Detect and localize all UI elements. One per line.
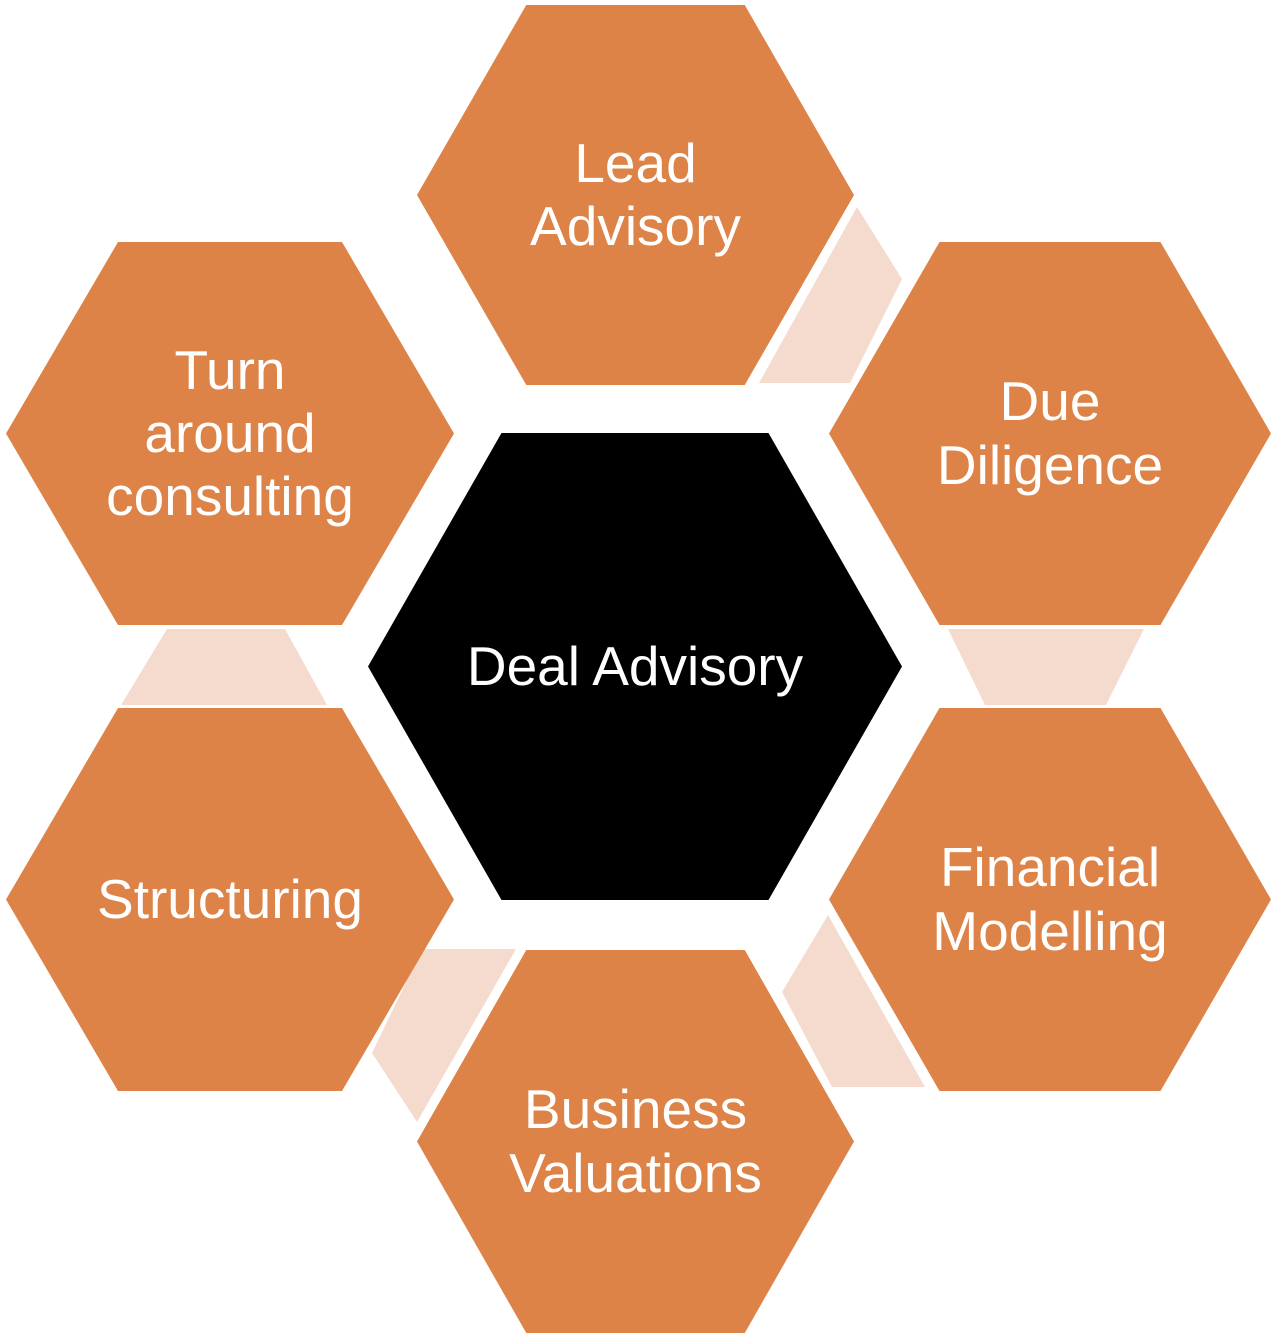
hexagon-label-business-valuations: Business Valuations xyxy=(509,1078,762,1204)
hexagon-label-structuring: Structuring xyxy=(97,867,363,930)
hexagon-label-turn-around-consulting: Turn around consulting xyxy=(106,338,354,528)
hexagon-label-due-diligence: Due Diligence xyxy=(936,370,1164,496)
connector-business-valuations-financial-modelling xyxy=(782,915,925,1087)
connector-lead-advisory-due-diligence xyxy=(759,207,902,383)
hexagon-due-diligence: Due Diligence xyxy=(829,242,1271,625)
hexagon-label-lead-advisory: Lead Advisory xyxy=(530,131,741,257)
hexagon-label-deal-advisory: Deal Advisory xyxy=(466,634,804,697)
connector-turn-around-structuring xyxy=(121,629,327,705)
connector-due-diligence-financial-modelling xyxy=(948,629,1144,705)
connector-structuring-business-valuations xyxy=(372,949,516,1122)
hexagon-label-financial-modelling: Financial Modelling xyxy=(932,836,1168,962)
